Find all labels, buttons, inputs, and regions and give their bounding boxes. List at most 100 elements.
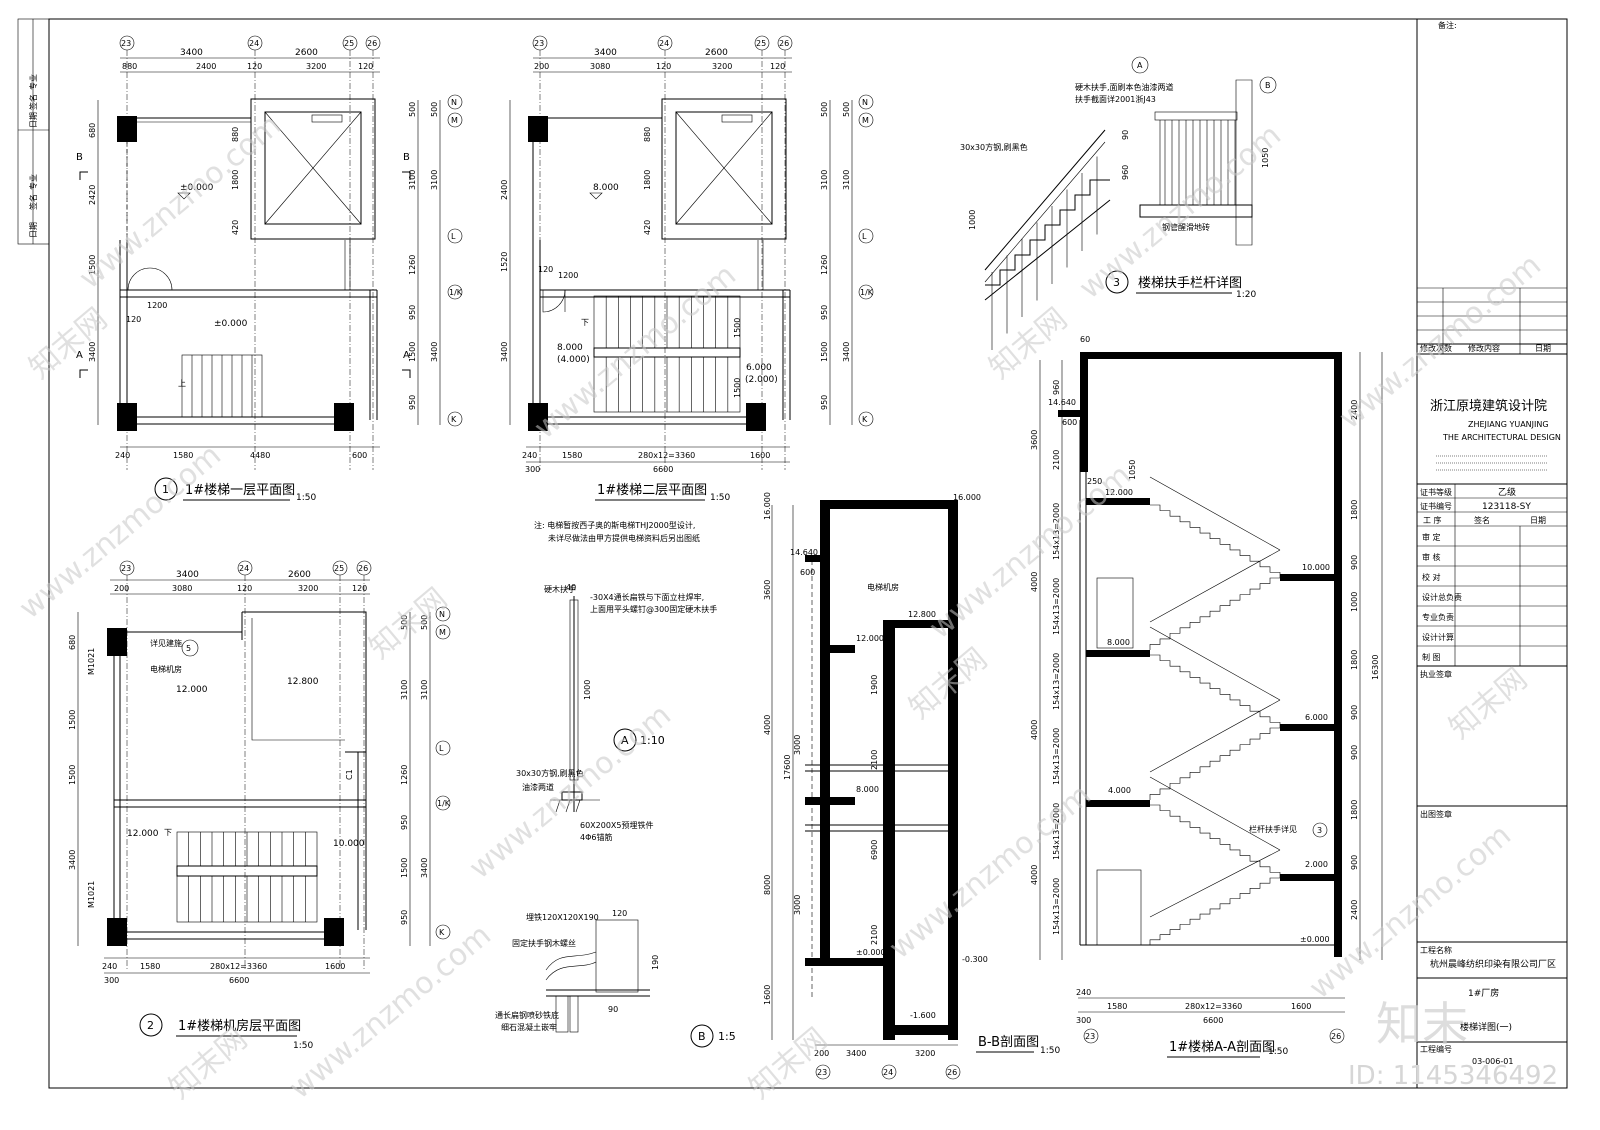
door-mark: M1021 bbox=[87, 881, 96, 908]
watermark-logo: 知末 bbox=[1376, 997, 1468, 1051]
grid-label: N bbox=[862, 98, 868, 107]
dim: 1500 bbox=[733, 378, 742, 398]
dim: 1500 bbox=[733, 318, 742, 338]
handrail bbox=[1149, 476, 1281, 551]
dim: 950 bbox=[820, 395, 829, 410]
issue-seal: 出图签章 bbox=[1420, 809, 1452, 819]
project-label: 工程名称 bbox=[1420, 945, 1452, 955]
watermark: www.znzmo.com bbox=[883, 778, 1098, 967]
dim: 1800 bbox=[643, 170, 652, 190]
note: 30x30方钢,刷黑色 bbox=[516, 768, 584, 778]
dim: 1800 bbox=[1350, 500, 1359, 520]
dim: 120 bbox=[656, 62, 671, 71]
dim: 3400 bbox=[68, 850, 77, 870]
dim: 600 bbox=[1062, 418, 1077, 427]
dim: 880 bbox=[231, 127, 240, 142]
dim: 120 bbox=[358, 62, 373, 71]
grid-label: 25 bbox=[344, 39, 354, 48]
note: 钢管醒滑地砖 bbox=[1162, 222, 1210, 232]
dim: 3200 bbox=[712, 62, 732, 71]
plan-ground-floor: 23 24 25 26 3400 2600 880 2400 120 3200 … bbox=[76, 35, 463, 503]
handrail bbox=[1149, 776, 1281, 851]
dim: 3400 bbox=[420, 858, 429, 878]
grid-label: K bbox=[439, 928, 445, 937]
drawing-scale: 1:10 bbox=[640, 734, 665, 747]
dim: 1580 bbox=[1107, 1002, 1127, 1011]
company-en: ZHEJIANG YUANJING bbox=[1468, 420, 1549, 429]
dim: 1580 bbox=[140, 962, 160, 971]
dim: 3400 bbox=[842, 342, 851, 362]
left-sign-strip bbox=[17, 18, 50, 245]
dim: 154x13=2000 bbox=[1052, 803, 1061, 860]
level-mark: ±0.000 bbox=[856, 948, 886, 957]
dim: 3400 bbox=[500, 342, 509, 362]
dim: 2400 bbox=[500, 180, 509, 200]
level-mark: 8.000 bbox=[1107, 638, 1130, 647]
dim: 90 bbox=[1121, 130, 1130, 140]
stair-flight bbox=[1149, 877, 1280, 945]
detail-ref: 3 bbox=[1317, 826, 1322, 835]
dim: 3000 bbox=[793, 735, 802, 755]
drawing-scale: 1:50 bbox=[1040, 1046, 1060, 1056]
detail-a: 1000 40 硬木扶手 -30X4通长扁铁与下面立柱焊牢, 上面用平头螺钉@3… bbox=[516, 583, 717, 842]
level-mark: 12.000 bbox=[856, 634, 884, 643]
door-mark: M1021 bbox=[87, 648, 96, 675]
level-mark: (4.000) bbox=[557, 355, 590, 365]
dim: 120 bbox=[237, 584, 252, 593]
dim: 1500 bbox=[68, 710, 77, 730]
plan-machine-room: 23 24 25 26 3400 2600 200 3080 120 3200 … bbox=[68, 560, 451, 1051]
dim: 4000 bbox=[1030, 720, 1039, 740]
dim: 1050 bbox=[1128, 460, 1137, 480]
dim: 6600 bbox=[1203, 1016, 1223, 1025]
room-label: 电梯机房 bbox=[867, 582, 899, 592]
dim: 300 bbox=[1076, 1016, 1091, 1025]
drawing-title: 楼梯扶手栏杆详图 bbox=[1138, 276, 1242, 291]
watermark: 知末网 bbox=[23, 301, 114, 386]
grid-label: 23 bbox=[1085, 1032, 1095, 1041]
grid-label: 26 bbox=[947, 1068, 957, 1077]
dim: 600 bbox=[352, 451, 367, 460]
level-mark: 8.000 bbox=[593, 183, 619, 193]
dim: 900 bbox=[1350, 745, 1359, 760]
detail-3-handrail: 1000 30x30方钢,刷黑色 90 960 1050 硬木扶手,面刷本色油漆… bbox=[960, 56, 1277, 350]
dim: 600 bbox=[800, 568, 815, 577]
dim: 1580 bbox=[562, 451, 582, 460]
dim: 3100 bbox=[408, 170, 417, 190]
dim: 200 bbox=[814, 1049, 829, 1058]
note: 硬木扶手,面刷本色油漆两道 bbox=[1075, 82, 1174, 92]
dim: 950 bbox=[820, 305, 829, 320]
stair-flight bbox=[1149, 577, 1280, 650]
dim: 190 bbox=[651, 955, 660, 970]
dim: 1500 bbox=[88, 255, 97, 275]
drawing-title: 1#楼梯A-A剖面图 bbox=[1169, 1040, 1275, 1055]
drawing-number: 1 bbox=[162, 483, 169, 496]
role-label: 审 定 bbox=[1422, 532, 1441, 542]
grid-label: 26 bbox=[779, 39, 789, 48]
note: 硬木扶手 bbox=[544, 584, 576, 594]
floor-slab bbox=[1086, 800, 1150, 807]
section-b-b: 16.000 3600 4000 8000 1600 17600 15.600 … bbox=[763, 492, 1060, 1080]
dim: 500 bbox=[430, 102, 439, 117]
drawing-scale: 1:50 bbox=[293, 1041, 313, 1051]
grid-label: 23 bbox=[121, 564, 131, 573]
level-mark: 2.000 bbox=[1305, 860, 1328, 869]
strip-label: 日期 bbox=[29, 112, 38, 128]
watermark-id: ID: 1145346492 bbox=[1348, 1061, 1558, 1091]
dim: 120 bbox=[126, 315, 141, 324]
dim: 3100 bbox=[400, 680, 409, 700]
grid-label: L bbox=[451, 232, 456, 241]
rev-header: 修改次数 bbox=[1420, 343, 1452, 353]
practice-seal: 执业签章 bbox=[1420, 669, 1452, 679]
level-mark: 8.000 bbox=[557, 343, 583, 353]
dim: 960 bbox=[1121, 165, 1130, 180]
drawing-title: B-B剖面图 bbox=[978, 1035, 1039, 1050]
dim: 3400 bbox=[594, 48, 617, 58]
level-mark: 12.000 bbox=[1105, 488, 1133, 497]
dim: 280x12=3360 bbox=[210, 962, 267, 971]
dim: 500 bbox=[400, 615, 409, 630]
stair-dir: 下 bbox=[581, 318, 589, 327]
dim: 1900 bbox=[870, 675, 879, 695]
dim: 2600 bbox=[295, 48, 318, 58]
detail-ref: 5 bbox=[186, 644, 191, 653]
